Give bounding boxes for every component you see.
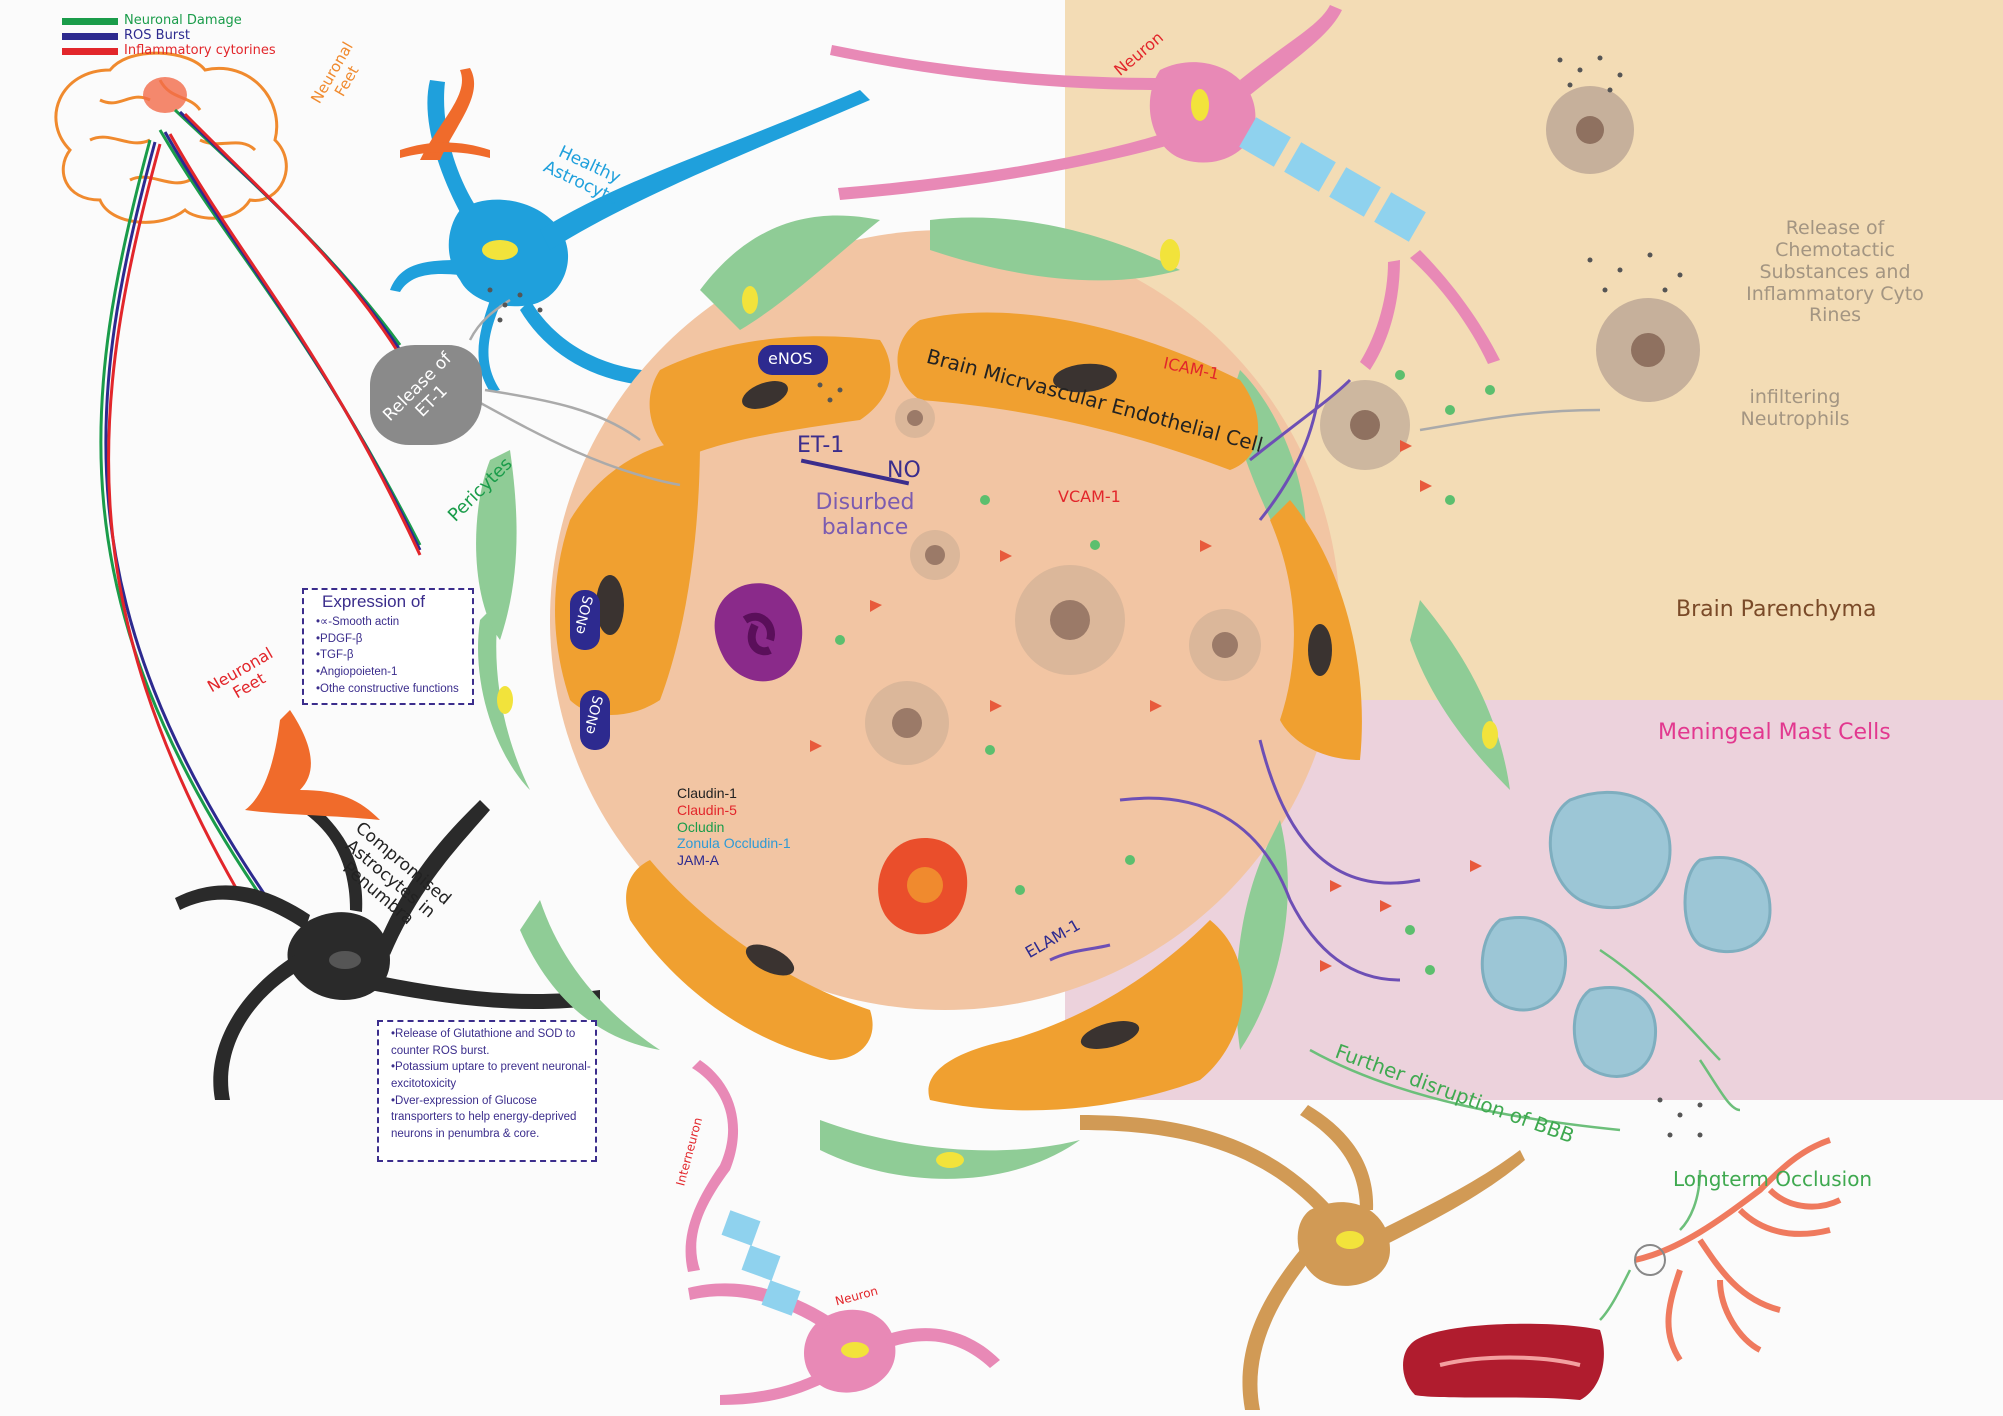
migration-arrows [1049, 369, 1421, 982]
expression-item: Angiopoieten-1 [316, 664, 472, 681]
release-et1-badge [370, 345, 482, 445]
expression-box: Expression of ∝-Smooth actin PDGF-β TGF-… [302, 588, 474, 705]
junction-protein-zo1: Zonula Occludin-1 [677, 835, 791, 852]
astrocyte-function-item: Dver-expression of Glucose transporters … [391, 1093, 595, 1143]
legend-swatch-neuronal-damage [62, 18, 118, 25]
junction-protein-list: Claudin-1 Claudin-5 Ocludin Zonula Occlu… [677, 785, 791, 869]
legend-swatch-ros-burst [62, 33, 118, 40]
brain-parenchyma-label: Brain Parenchyma [1676, 597, 1877, 622]
neuron-top [830, 5, 1500, 370]
expression-item: ∝-Smooth actin [316, 614, 472, 631]
junction-protein-ocludin: Ocludin [677, 818, 725, 835]
granule-dots [487, 55, 1703, 1138]
expression-item: Othe constructive functions [316, 681, 472, 698]
neuronal-feet-left [245, 710, 380, 820]
astrocyte-functions-list: Release of Glutathione and SOD to counte… [379, 1022, 595, 1143]
compromised-astrocyte [175, 800, 600, 1100]
blood-cells [714, 398, 1261, 935]
enos-label-top: eNOS [768, 349, 813, 368]
astrocyte-function-item: Release of Glutathione and SOD to counte… [391, 1026, 595, 1059]
pericytes [476, 215, 1510, 1179]
meningeal-mast-cells-label: Meningeal Mast Cells [1658, 720, 1891, 745]
vcam-label: VCAM-1 [1058, 487, 1121, 506]
et1-release-arrows [468, 298, 1601, 487]
legend-label-neuronal-damage: Neuronal Damage [124, 13, 242, 28]
cytokine-markers [810, 440, 1482, 972]
signal-paths-left [99, 108, 422, 896]
expression-list: ∝-Smooth actin PDGF-β TGF-β Angiopoieten… [304, 614, 472, 697]
longterm-occlusion-label: Longterm Occlusion [1673, 1167, 1873, 1191]
occlusion-magnifier [1634, 1244, 1666, 1276]
expression-item: PDGF-β [316, 631, 472, 648]
disturbed-balance-label: Disurbed balance [815, 490, 915, 541]
neuron-bottom [685, 1060, 1000, 1405]
microglia [1080, 1105, 1525, 1410]
release-chemotactic-label: Release of Chemotactic Substances and In… [1746, 217, 1924, 327]
legend-swatch-inflammatory [62, 48, 118, 55]
astrocyte-function-item: Potassium uptare to prevent neuronal-exc… [391, 1059, 595, 1092]
bbb-disruption-arrows [1309, 948, 1741, 1321]
parenchyma-cells [1320, 86, 1700, 470]
vessel-branches [1634, 1137, 1842, 1362]
junction-protein-jama: JAM-A [677, 852, 719, 869]
expression-title: Expression of [322, 592, 425, 611]
et1-label: ET-1 [797, 433, 845, 458]
chemokine-dots [835, 370, 1495, 975]
enos-badges [570, 345, 828, 750]
neuronal-feet-top [400, 68, 490, 160]
myelin-sheath-bottom [721, 1210, 801, 1316]
junction-protein-claudin5: Claudin-5 [677, 801, 737, 818]
brain-icon [54, 51, 288, 224]
legend [62, 18, 118, 55]
junction-protein-claudin1: Claudin-1 [677, 785, 737, 801]
legend-label-ros-burst: ROS Burst [124, 28, 191, 43]
myelin-sheath-top [1239, 117, 1426, 242]
healthy-astrocyte [390, 80, 870, 392]
infiltering-neutrophils-label: infiltering Neutrophils [1740, 386, 1850, 430]
endothelial-nuclei [596, 363, 1332, 1049]
expression-item: TGF-β [316, 647, 472, 664]
occluded-vessel [1403, 1323, 1604, 1400]
legend-label-inflammatory: Inflammatory cytorines [124, 43, 276, 58]
astrocyte-functions-box: Release of Glutathione and SOD to counte… [377, 1020, 597, 1162]
mast-cells [1480, 790, 1772, 1078]
